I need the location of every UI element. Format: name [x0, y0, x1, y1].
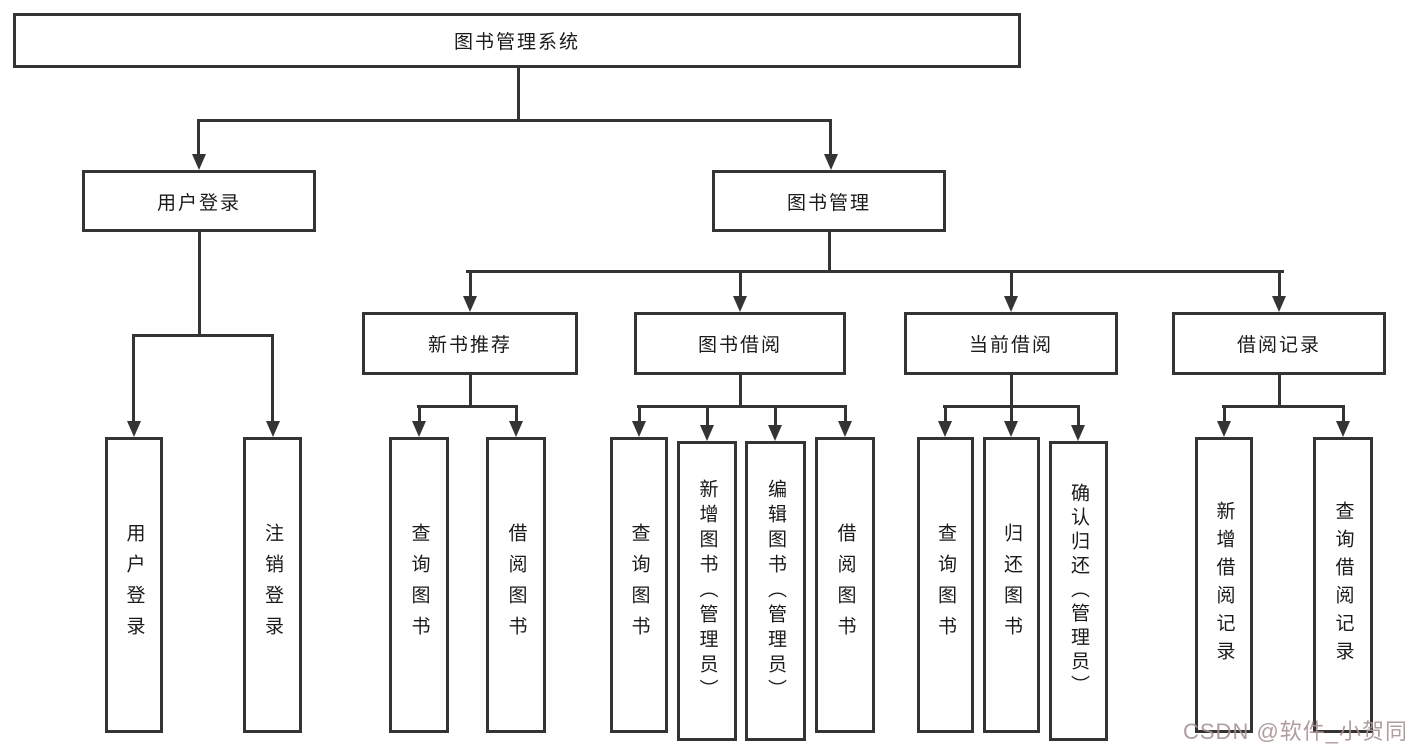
- connector-level1-hline: [197, 119, 832, 122]
- connector-nb-leaf2-stem: [515, 405, 518, 422]
- connector-root-stub: [517, 68, 520, 121]
- node-new-book-recommend: 新书推荐: [362, 312, 578, 375]
- node-user-login: 用户登录: [82, 170, 316, 232]
- arrowhead-cb-leaf2: [1004, 421, 1018, 437]
- connector-nb-leaf1-stem: [418, 405, 421, 422]
- arrowhead-bb-leaf3: [768, 425, 782, 441]
- leaf-cb-return-books: 归还图书: [983, 437, 1040, 733]
- connector-book-mgmt-stub: [828, 232, 831, 273]
- leaf-bb-query-books: 查询图书: [610, 437, 668, 733]
- connector-bb-leaf2-stem: [706, 405, 709, 426]
- csdn-watermark: CSDN @软件_小贺同学: [1183, 719, 1405, 744]
- connector-user-login-hline: [132, 334, 274, 337]
- connector-book-mgmt-stem: [829, 119, 832, 155]
- leaf-user-login: 用户登录: [105, 437, 163, 733]
- arrowhead-cb-leaf3: [1071, 425, 1085, 441]
- arrowhead-login-leaf1: [127, 421, 141, 437]
- leaf-logout-label: 注销登录: [262, 523, 283, 647]
- node-book-borrow-label: 图书借阅: [697, 335, 782, 356]
- leaf-cb-query-books: 查询图书: [917, 437, 974, 733]
- arrowhead-bb-leaf1: [632, 421, 646, 437]
- connector-user-login-stem: [197, 119, 200, 155]
- leaf-cb-return-books-label: 归还图书: [1001, 523, 1022, 647]
- connector-br-leaf1-stem: [1223, 405, 1226, 422]
- leaf-cb-query-books-label: 查询图书: [935, 523, 956, 647]
- arrowhead-bb-leaf2: [700, 425, 714, 441]
- leaf-bb-add-books-admin: 新增图书（管理员）: [677, 441, 737, 741]
- connector-records-hline: [1222, 405, 1345, 408]
- leaf-cb-confirm-return-admin: 确认归还（管理员）: [1049, 441, 1108, 741]
- node-root-label: 图书管理系统: [453, 32, 580, 53]
- leaf-br-add-record-label: 新增借阅记录: [1213, 501, 1235, 669]
- node-book-management: 图书管理: [712, 170, 946, 232]
- leaf-br-add-record: 新增借阅记录: [1195, 437, 1253, 733]
- leaf-bb-edit-books-admin: 编辑图书（管理员）: [745, 441, 806, 741]
- connector-new-book-stub: [469, 375, 472, 408]
- leaf-bb-query-books-label: 查询图书: [628, 523, 650, 647]
- connector-borrow-hline: [637, 405, 847, 408]
- arrowhead-new-book: [463, 296, 477, 312]
- arrowhead-nb-leaf1: [412, 421, 426, 437]
- node-user-login-label: 用户登录: [156, 192, 241, 214]
- connector-cb-leaf2-stem: [1010, 405, 1013, 422]
- connector-bb-leaf4-stem: [844, 405, 847, 422]
- node-new-book-recommend-label: 新书推荐: [427, 335, 512, 356]
- leaf-bb-borrow-books: 借阅图书: [815, 437, 875, 733]
- leaf-cb-confirm-return-admin-label: 确认归还（管理员）: [1068, 483, 1089, 699]
- connector-br-leaf2-stem: [1342, 405, 1345, 422]
- leaf-nb-query-books: 查询图书: [389, 437, 449, 733]
- node-book-management-label: 图书管理: [786, 192, 871, 214]
- connector-borrow-stub: [739, 375, 742, 408]
- leaf-bb-edit-books-admin-label: 编辑图书（管理员）: [765, 478, 786, 704]
- arrowhead-bb-leaf4: [838, 421, 852, 437]
- node-current-borrow-label: 当前借阅: [968, 335, 1053, 356]
- connector-bb-leaf1-stem: [638, 405, 641, 422]
- arrowhead-book-mgmt: [824, 154, 838, 170]
- arrowhead-current: [1004, 296, 1018, 312]
- connector-level2-hline: [466, 270, 1284, 273]
- connector-login-leaf1-stem: [132, 334, 135, 422]
- leaf-bb-add-books-admin-label: 新增图书（管理员）: [696, 478, 718, 704]
- connector-user-login-stub: [198, 232, 201, 337]
- connector-records-stub: [1278, 375, 1281, 408]
- arrowhead-cb-leaf1: [938, 421, 952, 437]
- arrowhead-login-leaf2: [266, 421, 280, 437]
- leaf-br-query-record: 查询借阅记录: [1313, 437, 1373, 733]
- leaf-user-login-label: 用户登录: [123, 523, 145, 647]
- arrowhead-borrow: [733, 296, 747, 312]
- arrowhead-br-leaf1: [1217, 421, 1231, 437]
- node-book-borrow: 图书借阅: [634, 312, 846, 375]
- leaf-logout: 注销登录: [243, 437, 302, 733]
- connector-cb-leaf3-stem: [1077, 405, 1080, 426]
- node-borrow-records-label: 借阅记录: [1236, 335, 1321, 356]
- arrowhead-user-login: [192, 154, 206, 170]
- leaf-br-query-record-label: 查询借阅记录: [1332, 501, 1354, 669]
- node-current-borrow: 当前借阅: [904, 312, 1118, 375]
- connector-cb-leaf1-stem: [944, 405, 947, 422]
- node-root-system: 图书管理系统: [13, 13, 1021, 68]
- leaf-nb-borrow-books-label: 借阅图书: [505, 523, 527, 647]
- arrowhead-records: [1272, 296, 1286, 312]
- connector-records-stem: [1278, 270, 1281, 297]
- arrowhead-nb-leaf2: [509, 421, 523, 437]
- connector-login-leaf2-stem: [271, 334, 274, 422]
- node-borrow-records: 借阅记录: [1172, 312, 1386, 375]
- connector-new-book-stem: [469, 270, 472, 297]
- leaf-bb-borrow-books-label: 借阅图书: [834, 523, 856, 647]
- connector-new-book-hline: [417, 405, 518, 408]
- connector-borrow-stem: [739, 270, 742, 297]
- arrowhead-br-leaf2: [1336, 421, 1350, 437]
- connector-current-stub: [1010, 375, 1013, 408]
- connector-bb-leaf3-stem: [774, 405, 777, 426]
- leaf-nb-query-books-label: 查询图书: [408, 523, 430, 647]
- leaf-nb-borrow-books: 借阅图书: [486, 437, 546, 733]
- connector-current-stem: [1010, 270, 1013, 297]
